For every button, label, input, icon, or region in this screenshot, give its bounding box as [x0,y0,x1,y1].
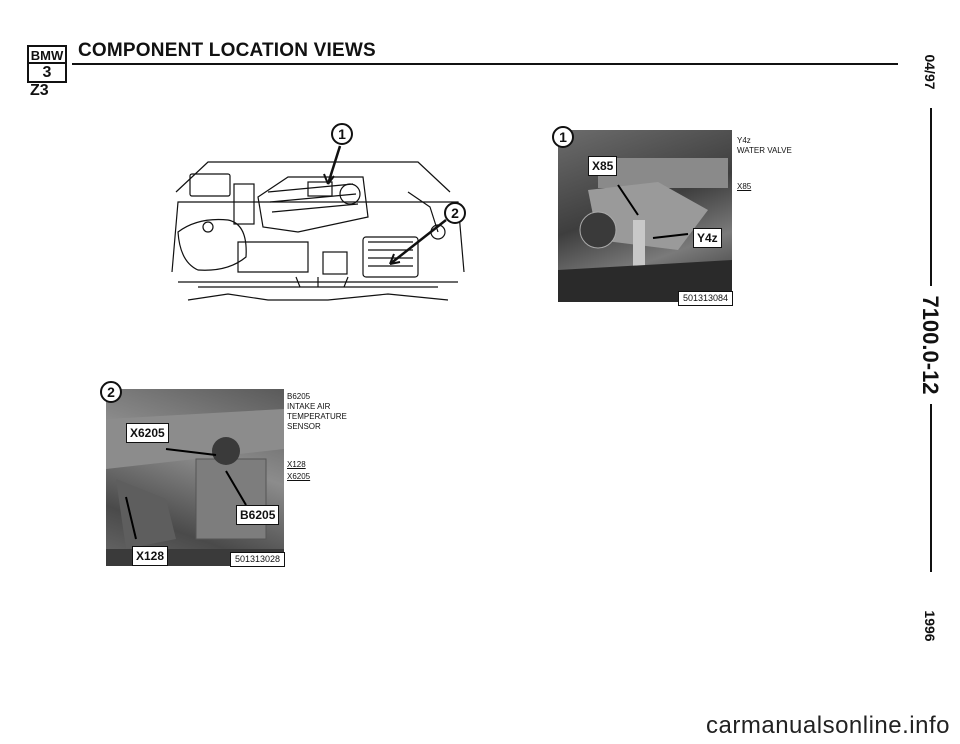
photo2-tag-x128: X128 [132,546,169,566]
legend-desc-water-valve: WATER VALVE [737,146,792,155]
overview-callout-1: 1 [331,123,353,145]
legend-code-x6205: X6205 [287,472,311,481]
photo-water-valve [558,130,732,302]
photo1-tag-y4z: Y4z [693,228,722,248]
page-title: COMPONENT LOCATION VIEWS [78,40,376,61]
photo2-tag-x6205: X6205 [126,423,169,443]
photo1-tag-x85: X85 [588,156,618,176]
photo1-ref-number: 501313084 [678,291,734,306]
photo2-tag-b6205: B6205 [236,505,280,525]
overview-callout-2: 2 [444,202,466,224]
overview-pointers [323,145,447,265]
watermark: carmanualsonline.info [706,712,950,739]
legend-code-b6205: B6205 [287,392,311,401]
title-rule [72,63,898,65]
photo1-callout: 1 [552,126,574,148]
model-label: Z3 [30,82,49,99]
side-date: 04/97 [922,54,938,90]
legend-desc-line1: INTAKE AIR [287,402,331,411]
photo2-legend: B6205 INTAKE AIR TEMPERATURE SENSOR X128… [287,392,347,482]
photo2-ref-number: 501313028 [230,552,286,567]
photo1-legend: Y4z WATER VALVE X85 [737,136,792,192]
bmw-3-series-logo: BMW 3 [27,45,67,83]
photo2-callout: 2 [100,381,122,403]
side-year: 1996 [922,610,938,642]
legend-code-x128: X128 [287,460,306,469]
intake-air-photo-shapes [106,409,284,566]
legend-desc-line2: TEMPERATURE [287,412,347,421]
legend-desc-line3: SENSOR [287,422,321,431]
legend-code-x85: X85 [737,182,752,191]
engine-bay-overview [168,122,468,322]
side-rule-1 [930,108,932,286]
photo-intake-air-sensor [106,389,284,566]
side-rule-2 [930,404,932,572]
water-valve-photo-shapes [558,158,732,302]
logo-series: 3 [42,64,52,81]
logo-brand: BMW [29,48,65,64]
side-page-number: 7100.0-12 [918,295,943,395]
legend-code-y4z: Y4z [737,136,751,145]
